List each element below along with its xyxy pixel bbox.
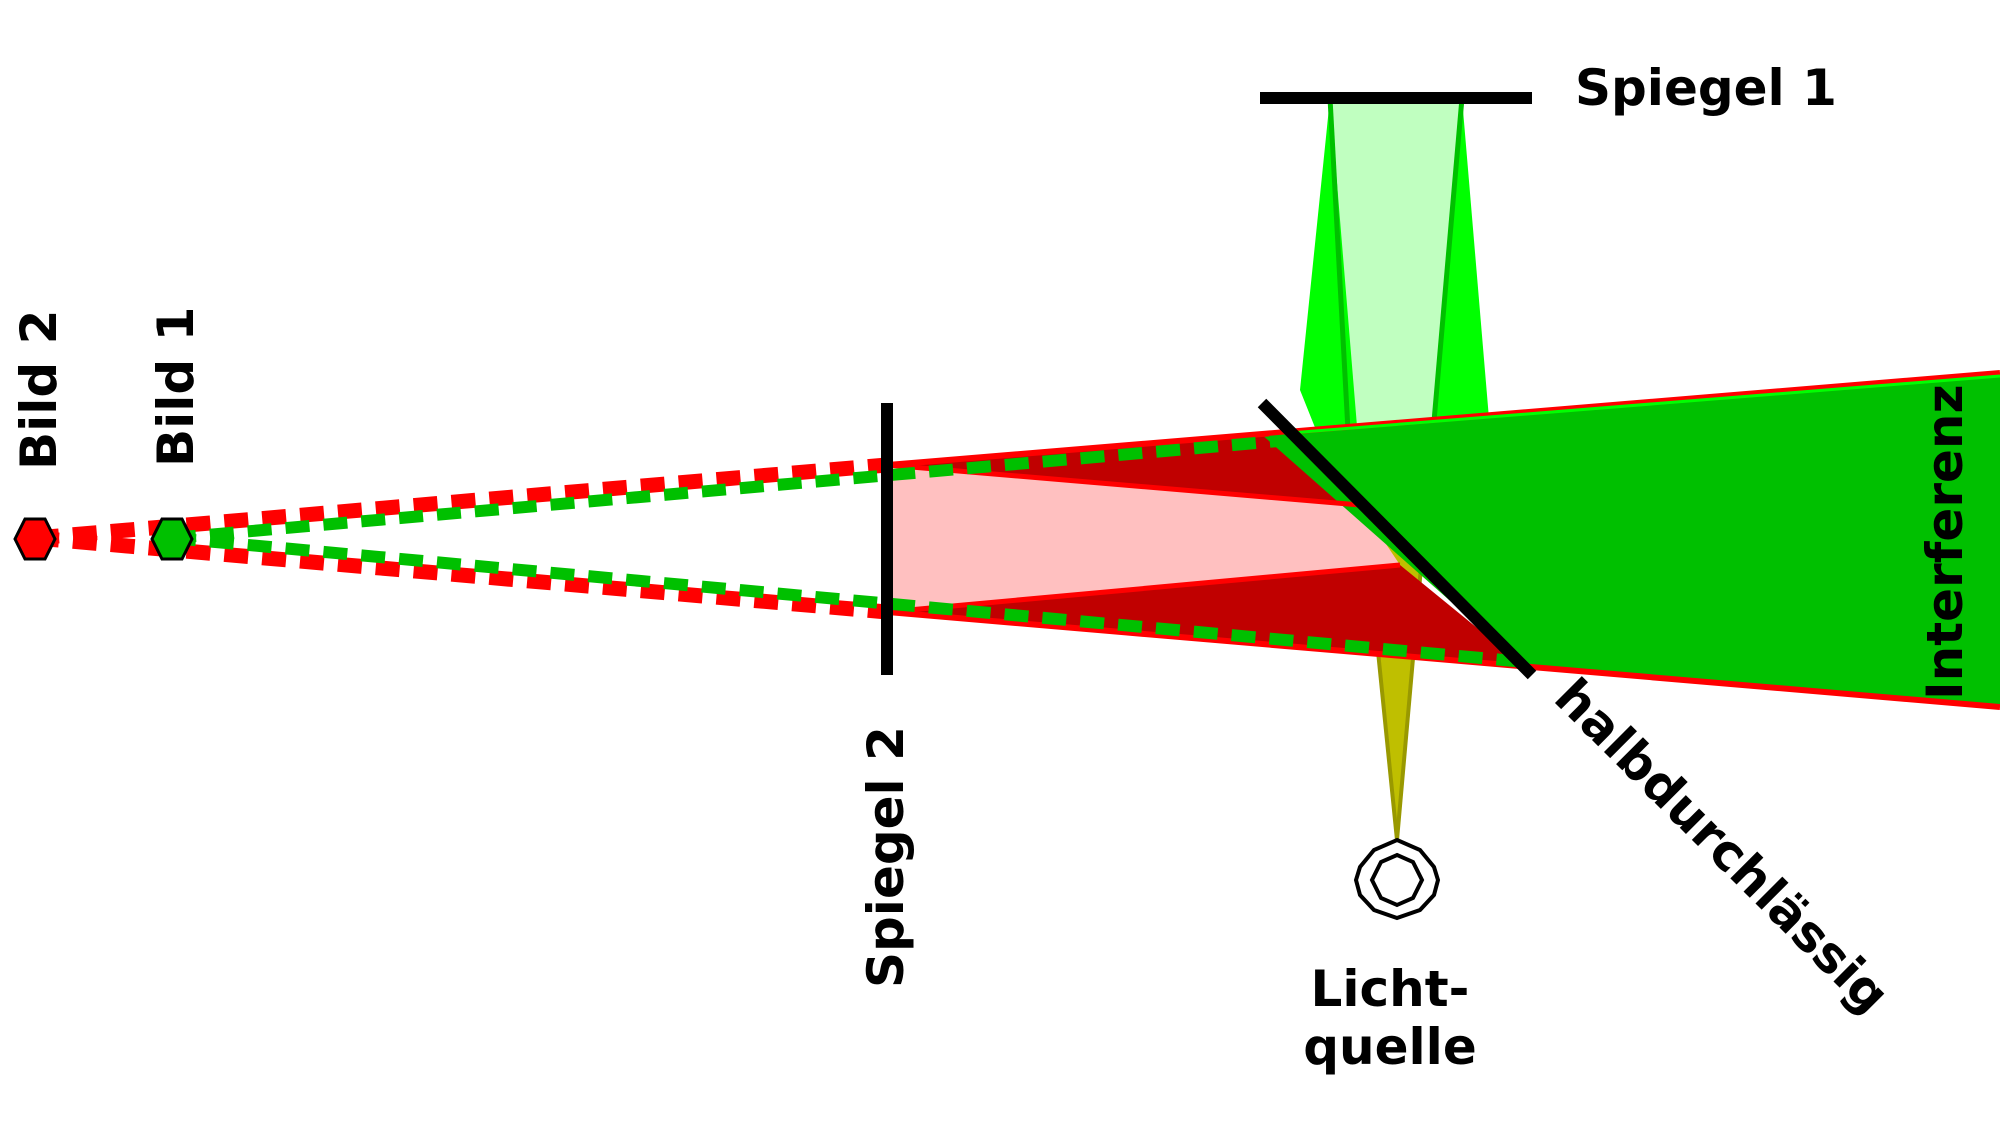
bild-2-label: Bild 2 bbox=[10, 310, 68, 470]
spiegel-1-label: Spiegel 1 bbox=[1575, 59, 1837, 117]
red-ray-upper-inner bbox=[886, 462, 1361, 508]
bild-1-label: Bild 1 bbox=[147, 307, 205, 467]
halbdurchlaessig-label: halbdurchlässig bbox=[1544, 667, 1901, 1024]
beamsplitter bbox=[1257, 398, 1537, 680]
interference-region bbox=[1260, 373, 2000, 707]
bild-2-point bbox=[13, 517, 57, 561]
red-ray-lower-inner bbox=[886, 562, 1401, 615]
bild-1-point bbox=[150, 517, 194, 561]
red-ray-upper-outer bbox=[886, 370, 2000, 468]
lichtquelle-label-line2: quelle bbox=[1303, 1018, 1477, 1076]
virtual-ray-red-lower bbox=[34, 530, 888, 620]
light-source-icon bbox=[1353, 837, 1441, 921]
spiegel-2-label: Spiegel 2 bbox=[857, 726, 915, 988]
virtual-ray-red-upper bbox=[34, 457, 888, 546]
virtual-ray-green-upper bbox=[171, 434, 1291, 544]
green-ray-upper bbox=[1289, 374, 2000, 435]
interferenz-label: Interferenz bbox=[1916, 384, 1974, 700]
lichtquelle-label-line1: Licht- bbox=[1311, 960, 1470, 1018]
source-beam-edge-right bbox=[1395, 521, 1427, 841]
